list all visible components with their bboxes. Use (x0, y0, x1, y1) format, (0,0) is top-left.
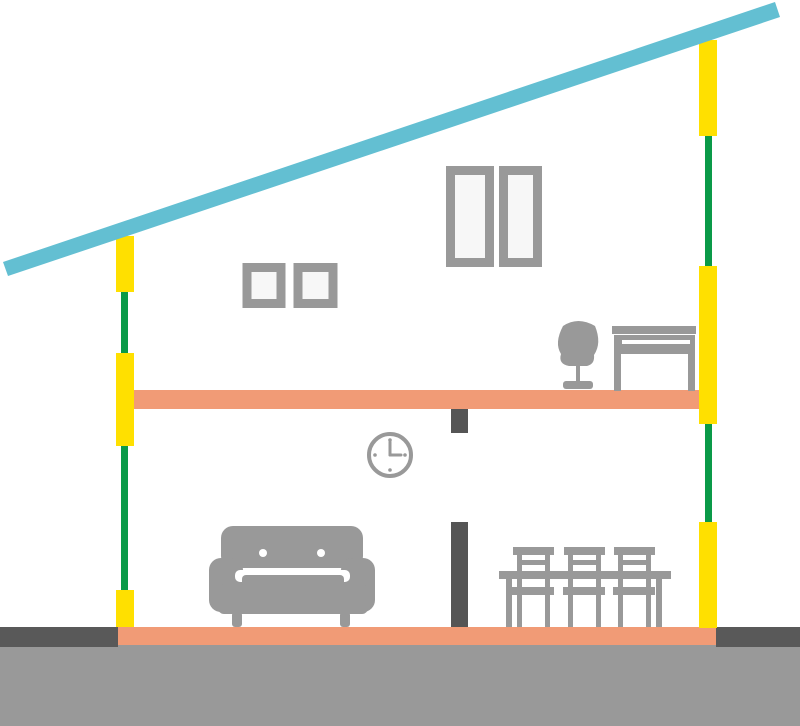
roof-icon (3, 2, 780, 276)
desk-icon (612, 326, 696, 391)
chair-icon (557, 321, 599, 389)
chair-stem (576, 366, 580, 382)
chair-seat (613, 587, 655, 595)
dining-table-top (499, 571, 671, 579)
desk-top (612, 326, 696, 334)
ground-edge-right (716, 627, 800, 647)
sofa-leg-left (232, 612, 242, 627)
small-windows (242, 263, 338, 308)
dining-chair-2 (563, 547, 605, 627)
chair-back-top (564, 547, 605, 555)
clock-tick-6 (388, 468, 392, 472)
partition-upper-stub (451, 409, 468, 433)
chair-seat (563, 587, 605, 595)
right-wall-insulation-top (699, 40, 717, 136)
chair-back-top (513, 547, 554, 555)
left-wall-stud-lower (121, 445, 128, 590)
floor-slabs (118, 390, 716, 645)
dining-chair-1 (512, 547, 554, 627)
clock-icon (367, 432, 413, 478)
left-wall-insulation-mid (116, 353, 134, 446)
dining-chair-3 (613, 547, 655, 627)
desk-leg-left (614, 354, 621, 391)
ground-floor-slab (118, 627, 716, 645)
window-icon (242, 263, 286, 308)
window-icon (446, 166, 494, 267)
left-wall-insulation-bottom (116, 590, 134, 627)
right-wall-stud-lower (705, 423, 712, 523)
sofa-seat (242, 575, 344, 587)
desk-leg-right (688, 354, 695, 391)
ground (0, 627, 800, 726)
right-wall-insulation-bottom (699, 522, 717, 628)
tall-windows (446, 166, 542, 267)
right-wall-insulation-mid (699, 266, 717, 424)
sofa-button-left (259, 549, 267, 557)
window-icon (293, 263, 338, 308)
right-wall-stud-upper (705, 134, 712, 268)
chair-back-bar (569, 560, 600, 565)
clock-tick-9 (373, 453, 377, 457)
sofa-button-right (317, 549, 325, 557)
partition (451, 409, 468, 627)
desk-drawer-slot (622, 340, 690, 344)
window-icon (499, 166, 542, 267)
sofa-back (221, 526, 363, 568)
chair-base (563, 381, 593, 389)
chair-back-bar (619, 560, 650, 565)
dining-set-icon (499, 547, 671, 627)
right-wall (699, 40, 717, 628)
sofa-leg-right (340, 612, 350, 627)
ground-edge-left (0, 627, 118, 647)
sofa-base (218, 584, 368, 614)
chair-seat (557, 321, 599, 366)
chair-back-top (614, 547, 655, 555)
left-wall (116, 236, 134, 627)
dining-table-leg-right (656, 578, 662, 627)
desk-drawer (614, 335, 695, 354)
left-wall-stud-upper (121, 290, 128, 355)
chair-seat (512, 587, 554, 595)
sofa-icon (209, 526, 375, 627)
upper-floor-slab (132, 390, 700, 409)
left-wall-insulation-top (116, 236, 134, 292)
dining-table-leg-left (506, 578, 512, 627)
partition-lower-wall (451, 522, 468, 627)
ground-fill (0, 645, 800, 726)
chair-back-bar (518, 560, 549, 565)
clock-tick-3 (403, 453, 407, 457)
